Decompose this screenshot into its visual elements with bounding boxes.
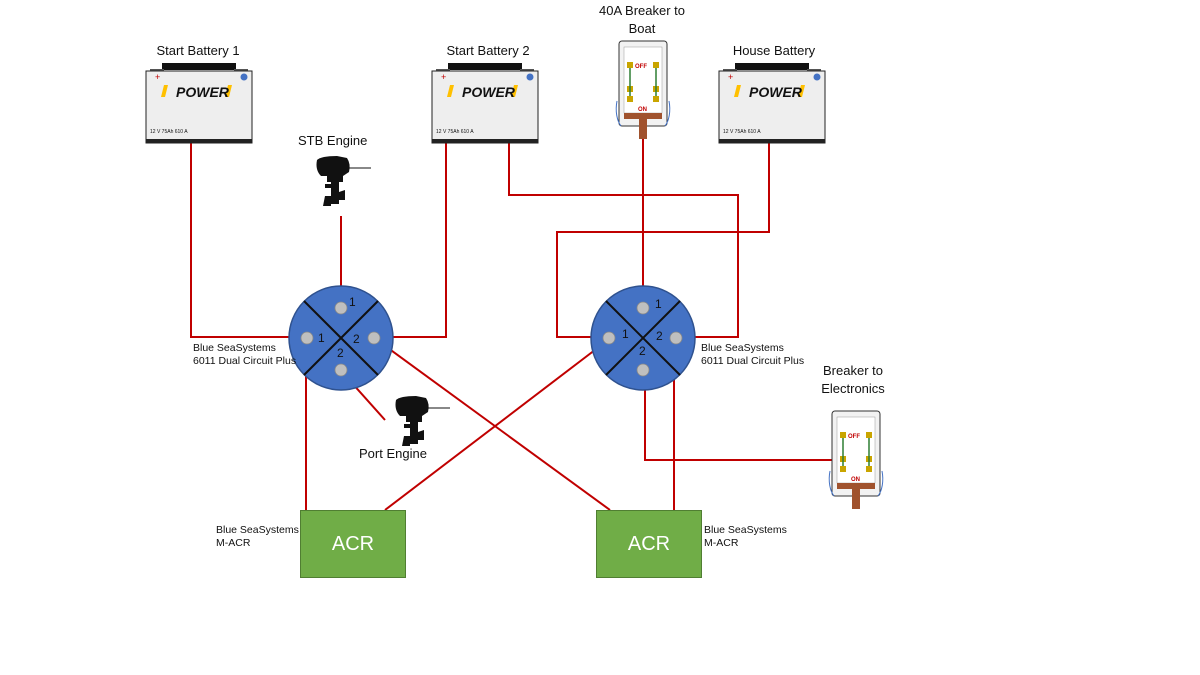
wire-right-switch-to-left-acr (384, 339, 609, 511)
boat-breaker-label-line1: 40A Breaker to (599, 3, 685, 18)
bolt-icon (734, 85, 741, 97)
wire-start1-to-left-switch (190, 143, 324, 338)
breaker-on-label: ON (638, 107, 647, 113)
wire-start2-to-right-switch (508, 143, 739, 338)
bolt-icon (447, 85, 454, 97)
house-battery-label: House Battery (732, 43, 816, 58)
outboard-engine-icon (395, 396, 450, 446)
battery-spec: 12 V 75Ah 610 A (150, 129, 188, 135)
breaker-off-label: OFF (635, 64, 647, 70)
start-battery-1-label: Start Battery 1 (156, 43, 240, 58)
electronics-breaker-label-line2: Electronics (821, 381, 885, 396)
plus-icon: + (155, 72, 160, 82)
terminal-label: 1 (655, 297, 662, 311)
bolt-icon (798, 85, 805, 97)
acr-left-label: Blue SeaSystems M-ACR (216, 524, 299, 550)
plus-icon: + (441, 72, 446, 82)
bolt-icon (225, 85, 232, 97)
right-switch-label: Blue SeaSystems 6011 Dual Circuit Plus (701, 342, 804, 368)
battery-spec: 12 V 75Ah 610 A (723, 129, 761, 135)
wires (190, 138, 832, 511)
acr-right-label-line2: M-ACR (704, 537, 739, 549)
battery-brand: POWER (176, 84, 230, 100)
boat-breaker-label-line2: Boat (628, 21, 656, 36)
minus-terminal-icon (526, 73, 534, 81)
left-switch-label-line2: 6011 Dual Circuit Plus (193, 355, 297, 367)
acr-right-label-line1: Blue SeaSystems (704, 524, 787, 536)
electronics-breaker-label-line1: Breaker to (823, 363, 883, 378)
terminal-label: 1 (318, 331, 325, 345)
breaker-boat: OFF ON (615, 40, 671, 139)
wire-start2-to-left-switch (376, 143, 447, 338)
terminal-label: 2 (656, 329, 663, 343)
left-switch-label: Blue SeaSystems 6011 Dual Circuit Plus (193, 342, 296, 368)
minus-terminal-icon (240, 73, 248, 81)
terminal-label: 2 (337, 346, 344, 360)
battery-brand: POWER (749, 84, 803, 100)
stb-engine-label: STB Engine (298, 133, 368, 148)
breaker-off-label: OFF (848, 434, 860, 440)
battery-brand: POWER (462, 84, 516, 100)
start-battery-2-label: Start Battery 2 (446, 43, 530, 58)
bolt-icon (511, 85, 518, 97)
left-switch-label-line1: Blue SeaSystems (193, 342, 276, 354)
battery-house: + POWER 12 V 75Ah 610 A (718, 63, 826, 144)
wire-left-switch-to-right-acr (376, 339, 611, 511)
acr-right-box: ACR (596, 510, 702, 578)
acr-right-label: Blue SeaSystems M-ACR (704, 524, 787, 550)
wire-house-to-right-switch (556, 143, 770, 338)
terminal-label: 2 (353, 332, 360, 346)
plus-icon: + (728, 72, 733, 82)
breaker-electronics: OFF ON (828, 410, 884, 509)
switch-left: 1 1 2 2 (288, 285, 394, 391)
right-switch-label-line2: 6011 Dual Circuit Plus (701, 355, 805, 367)
minus-terminal-icon (813, 73, 821, 81)
bolt-icon (161, 85, 168, 97)
battery-spec: 12 V 75Ah 610 A (436, 129, 474, 135)
breaker-on-label: ON (851, 477, 860, 483)
terminal-label: 1 (349, 295, 356, 309)
acr-left-box: ACR (300, 510, 406, 578)
right-switch-label-line1: Blue SeaSystems (701, 342, 784, 354)
battery-start2: + POWER 12 V 75Ah 610 A (431, 63, 539, 144)
wire-right-switch-to-electronics-breaker (644, 373, 832, 461)
acr-left-label-line2: M-ACR (216, 537, 251, 549)
outboard-engine-icon (316, 156, 371, 206)
terminal-label: 1 (622, 327, 629, 341)
terminal-label: 2 (639, 344, 646, 358)
battery-start1: + POWER 12 V 75Ah 610 A (145, 63, 253, 144)
electronics-breaker-label: Breaker to Electronics (821, 362, 885, 398)
port-engine-label: Port Engine (359, 446, 427, 461)
switch-right: 1 1 2 2 (590, 285, 696, 391)
acr-left-label-line1: Blue SeaSystems (216, 524, 299, 536)
boat-breaker-label: 40A Breaker to Boat (599, 2, 685, 38)
